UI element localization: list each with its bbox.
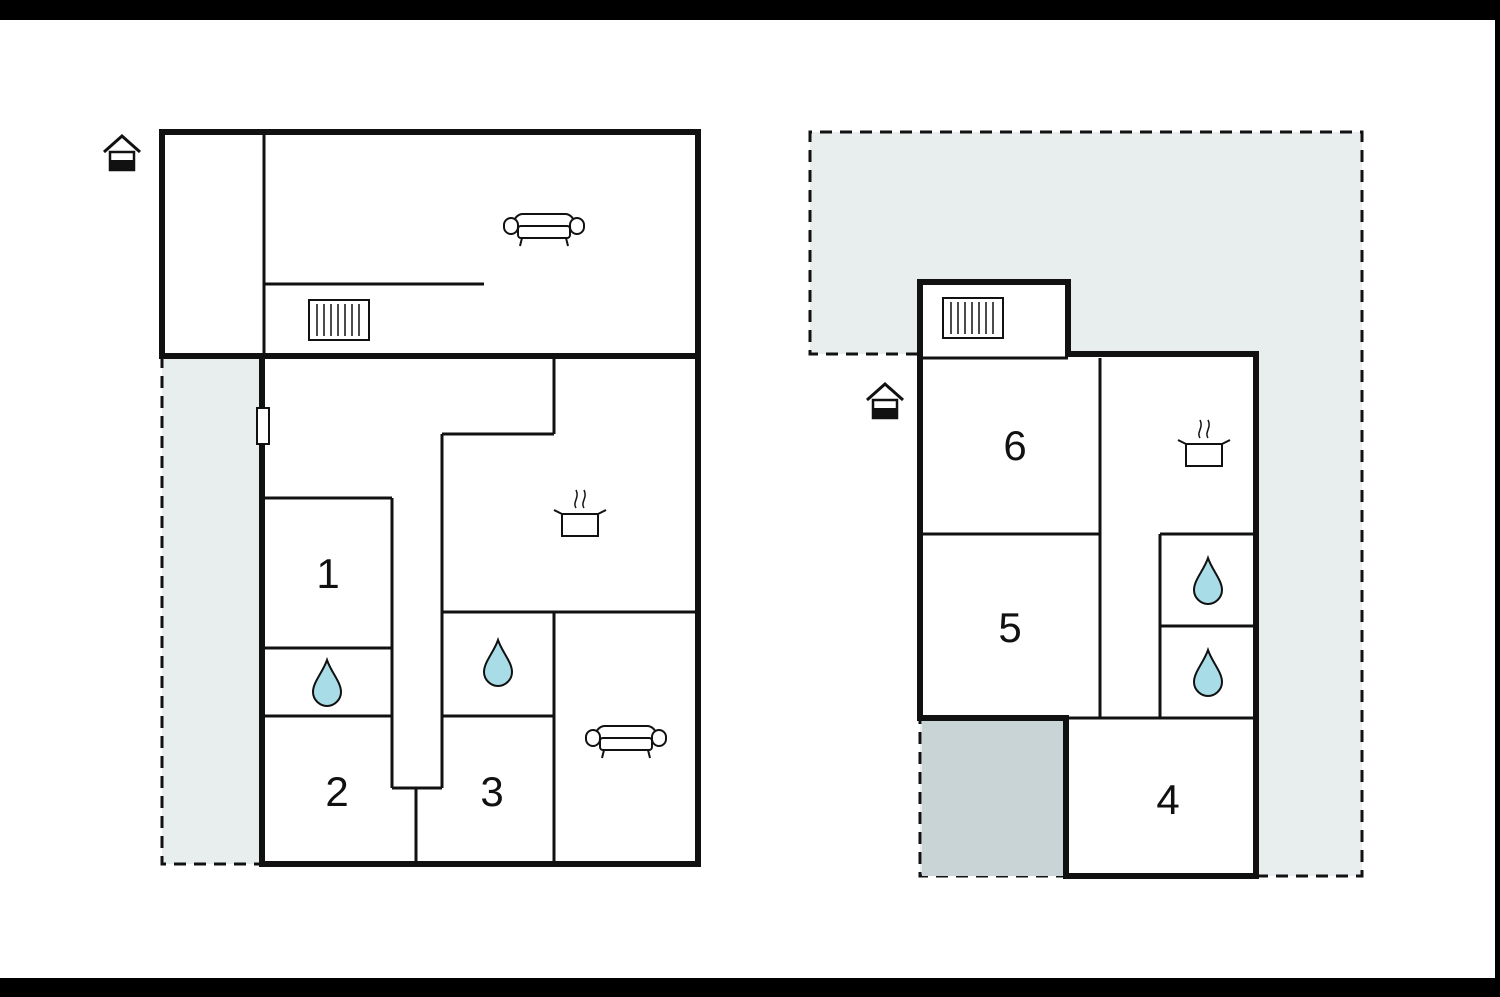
right-building (917, 279, 1259, 879)
right-garden (810, 132, 1362, 876)
room-label-1: 1 (316, 550, 339, 597)
room-label-2: 2 (325, 768, 348, 815)
left-side-door (256, 407, 270, 445)
left-living-area (159, 129, 701, 359)
fireplace-icon (942, 297, 1004, 339)
room-label-6: 6 (1003, 422, 1026, 469)
left-main-body (259, 353, 701, 867)
room-label-5: 5 (998, 604, 1021, 651)
right-covered-terrace (922, 718, 1066, 876)
room-label-3: 3 (480, 768, 503, 815)
room-label-4: 4 (1156, 776, 1179, 823)
left-floor-plan: 1 2 3 (102, 129, 701, 867)
right-floor-plan: 4 5 6 (808, 130, 1364, 879)
left-terrace (160, 354, 262, 866)
fireplace-icon (308, 299, 370, 341)
